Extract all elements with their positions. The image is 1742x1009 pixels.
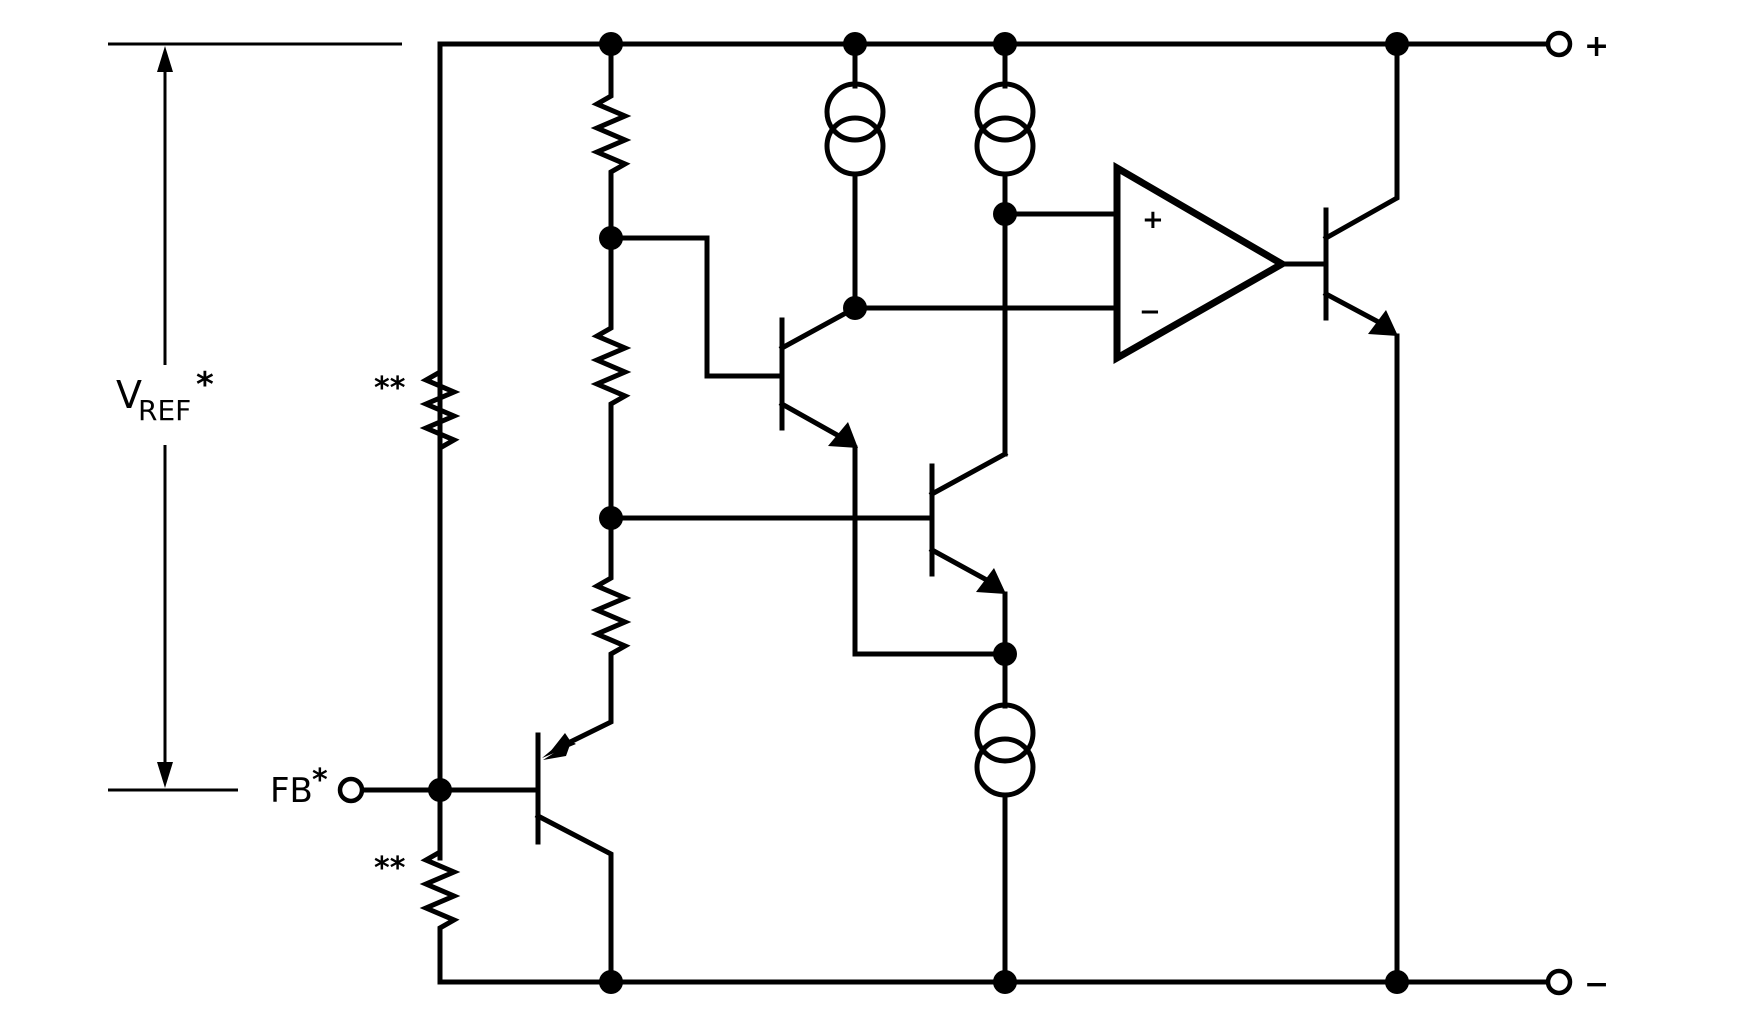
vref-dimension — [108, 42, 402, 792]
transistor-q-bottom-left — [534, 732, 614, 985]
junction-dots — [428, 32, 1409, 994]
resistor-ladder — [554, 41, 632, 752]
opamp-minus-label: − — [1139, 297, 1161, 327]
terminal-plus-label: + — [1584, 29, 1609, 64]
fb-label: FB — [270, 771, 313, 811]
resistor-note-bottom: ** — [374, 851, 406, 886]
labels: V REF * FB * ** ** + − — [116, 29, 1609, 1002]
resistor-note-top: ** — [374, 371, 406, 406]
current-source-3 — [974, 651, 1036, 985]
opamp-plus-label: + — [1142, 205, 1164, 235]
terminal-plus — [1545, 30, 1573, 58]
transistor-q-upper — [778, 304, 1008, 657]
resistor-bottom-left — [419, 787, 461, 985]
left-divider — [419, 41, 461, 985]
vref-label: V — [116, 373, 142, 417]
terminal-minus-label: − — [1584, 967, 1609, 1002]
terminal-minus — [1545, 968, 1573, 996]
current-source-1 — [824, 41, 886, 311]
vref-star: * — [196, 365, 214, 405]
resistor-top-left — [419, 41, 461, 861]
transistor-q-lower — [928, 450, 1009, 709]
fb-terminal — [337, 776, 365, 804]
vref-subscript: REF — [138, 394, 191, 427]
op-amp: + − — [1113, 161, 1325, 365]
current-source-2 — [974, 41, 1036, 457]
transistor-q-output — [1322, 41, 1400, 985]
output-terminals — [1545, 30, 1573, 996]
fb-star: * — [312, 763, 328, 798]
